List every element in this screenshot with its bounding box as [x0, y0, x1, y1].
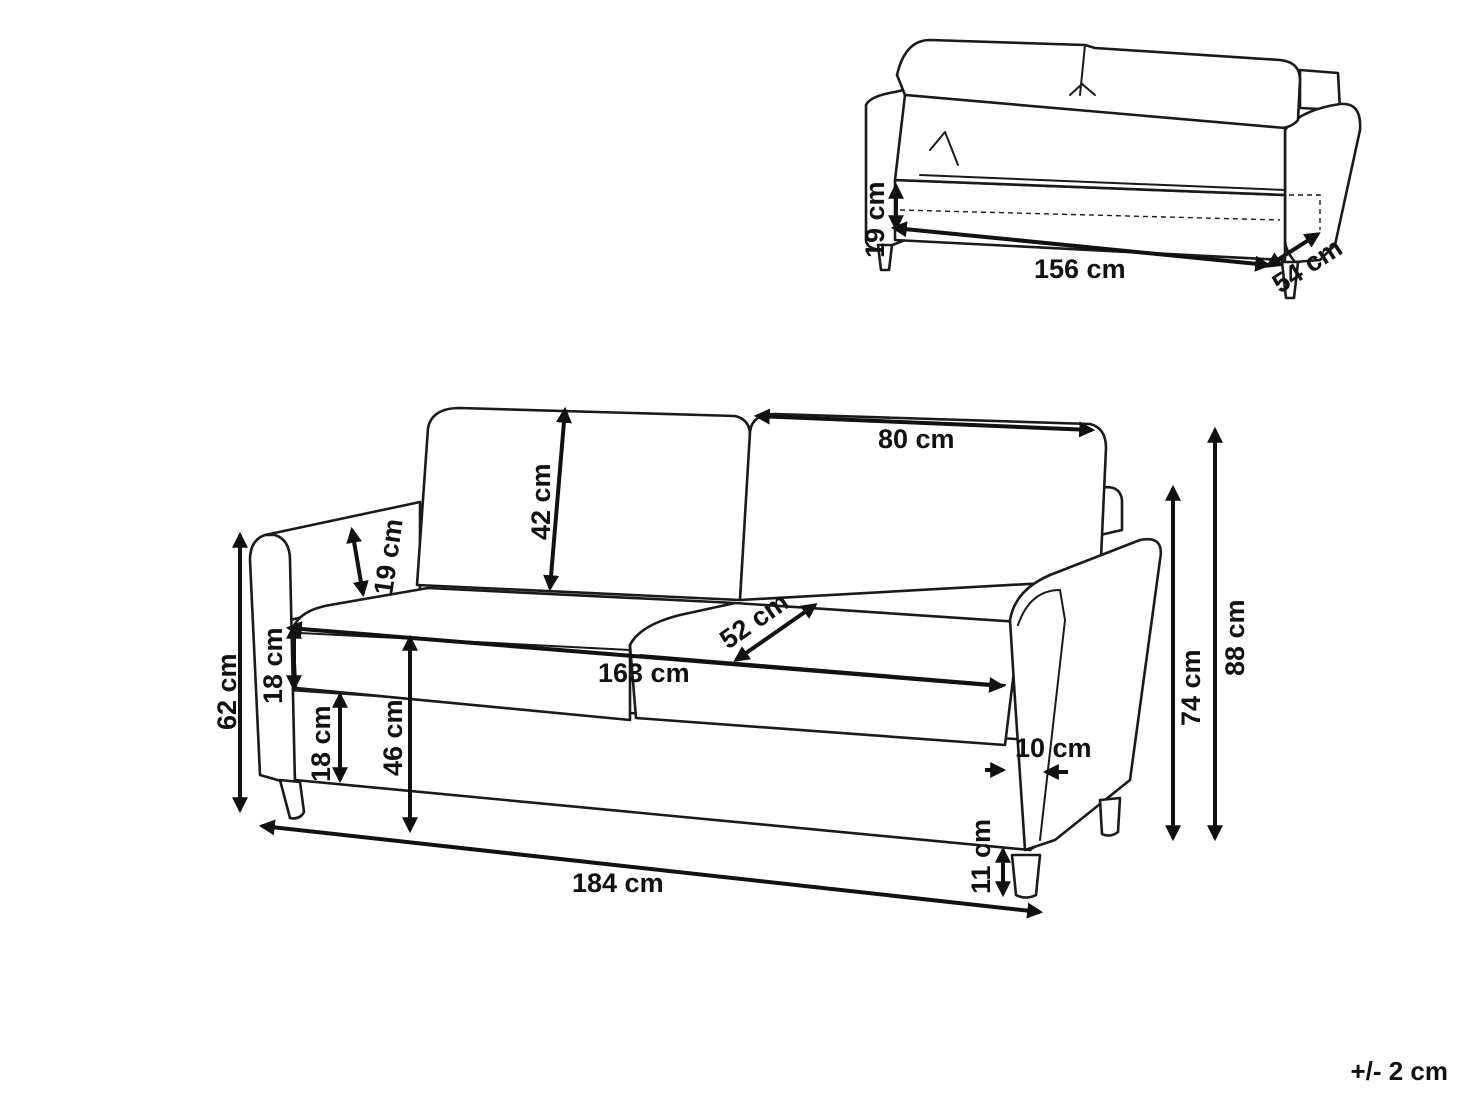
storage-length-arrow	[890, 221, 1272, 272]
storage-length-label: 156 cm	[1034, 254, 1126, 284]
back-cushion-height-label: 42 cm	[526, 463, 556, 540]
sofa-drawing	[248, 406, 1163, 899]
leg-height-label: 11 cm	[966, 819, 996, 894]
cushion-thickness-label: 18 cm	[258, 627, 288, 704]
back-height-arrow	[543, 406, 572, 592]
total-width-label: 184 cm	[572, 868, 664, 898]
total-width-arrow	[258, 819, 1044, 919]
storage-depth-arrow	[1265, 232, 1321, 268]
seat-width-label: 163 cm	[598, 658, 690, 688]
back-width-arrow	[753, 408, 1096, 438]
tolerance-note: +/- 2 cm	[1350, 1056, 1448, 1086]
seat-height-label: 46 cm	[378, 699, 408, 776]
depth-label: 74 cm	[1176, 649, 1206, 726]
back-cushion-width-label: 80 cm	[878, 424, 955, 454]
arm-height-arrow	[346, 526, 369, 598]
arm-total-height-label: 62 cm	[212, 653, 242, 730]
storage-height-label: 19 cm	[860, 181, 890, 258]
base-height-label: 18 cm	[306, 705, 336, 782]
arm-width-label: 10 cm	[1015, 733, 1092, 763]
total-height-label: 88 cm	[1220, 599, 1250, 676]
